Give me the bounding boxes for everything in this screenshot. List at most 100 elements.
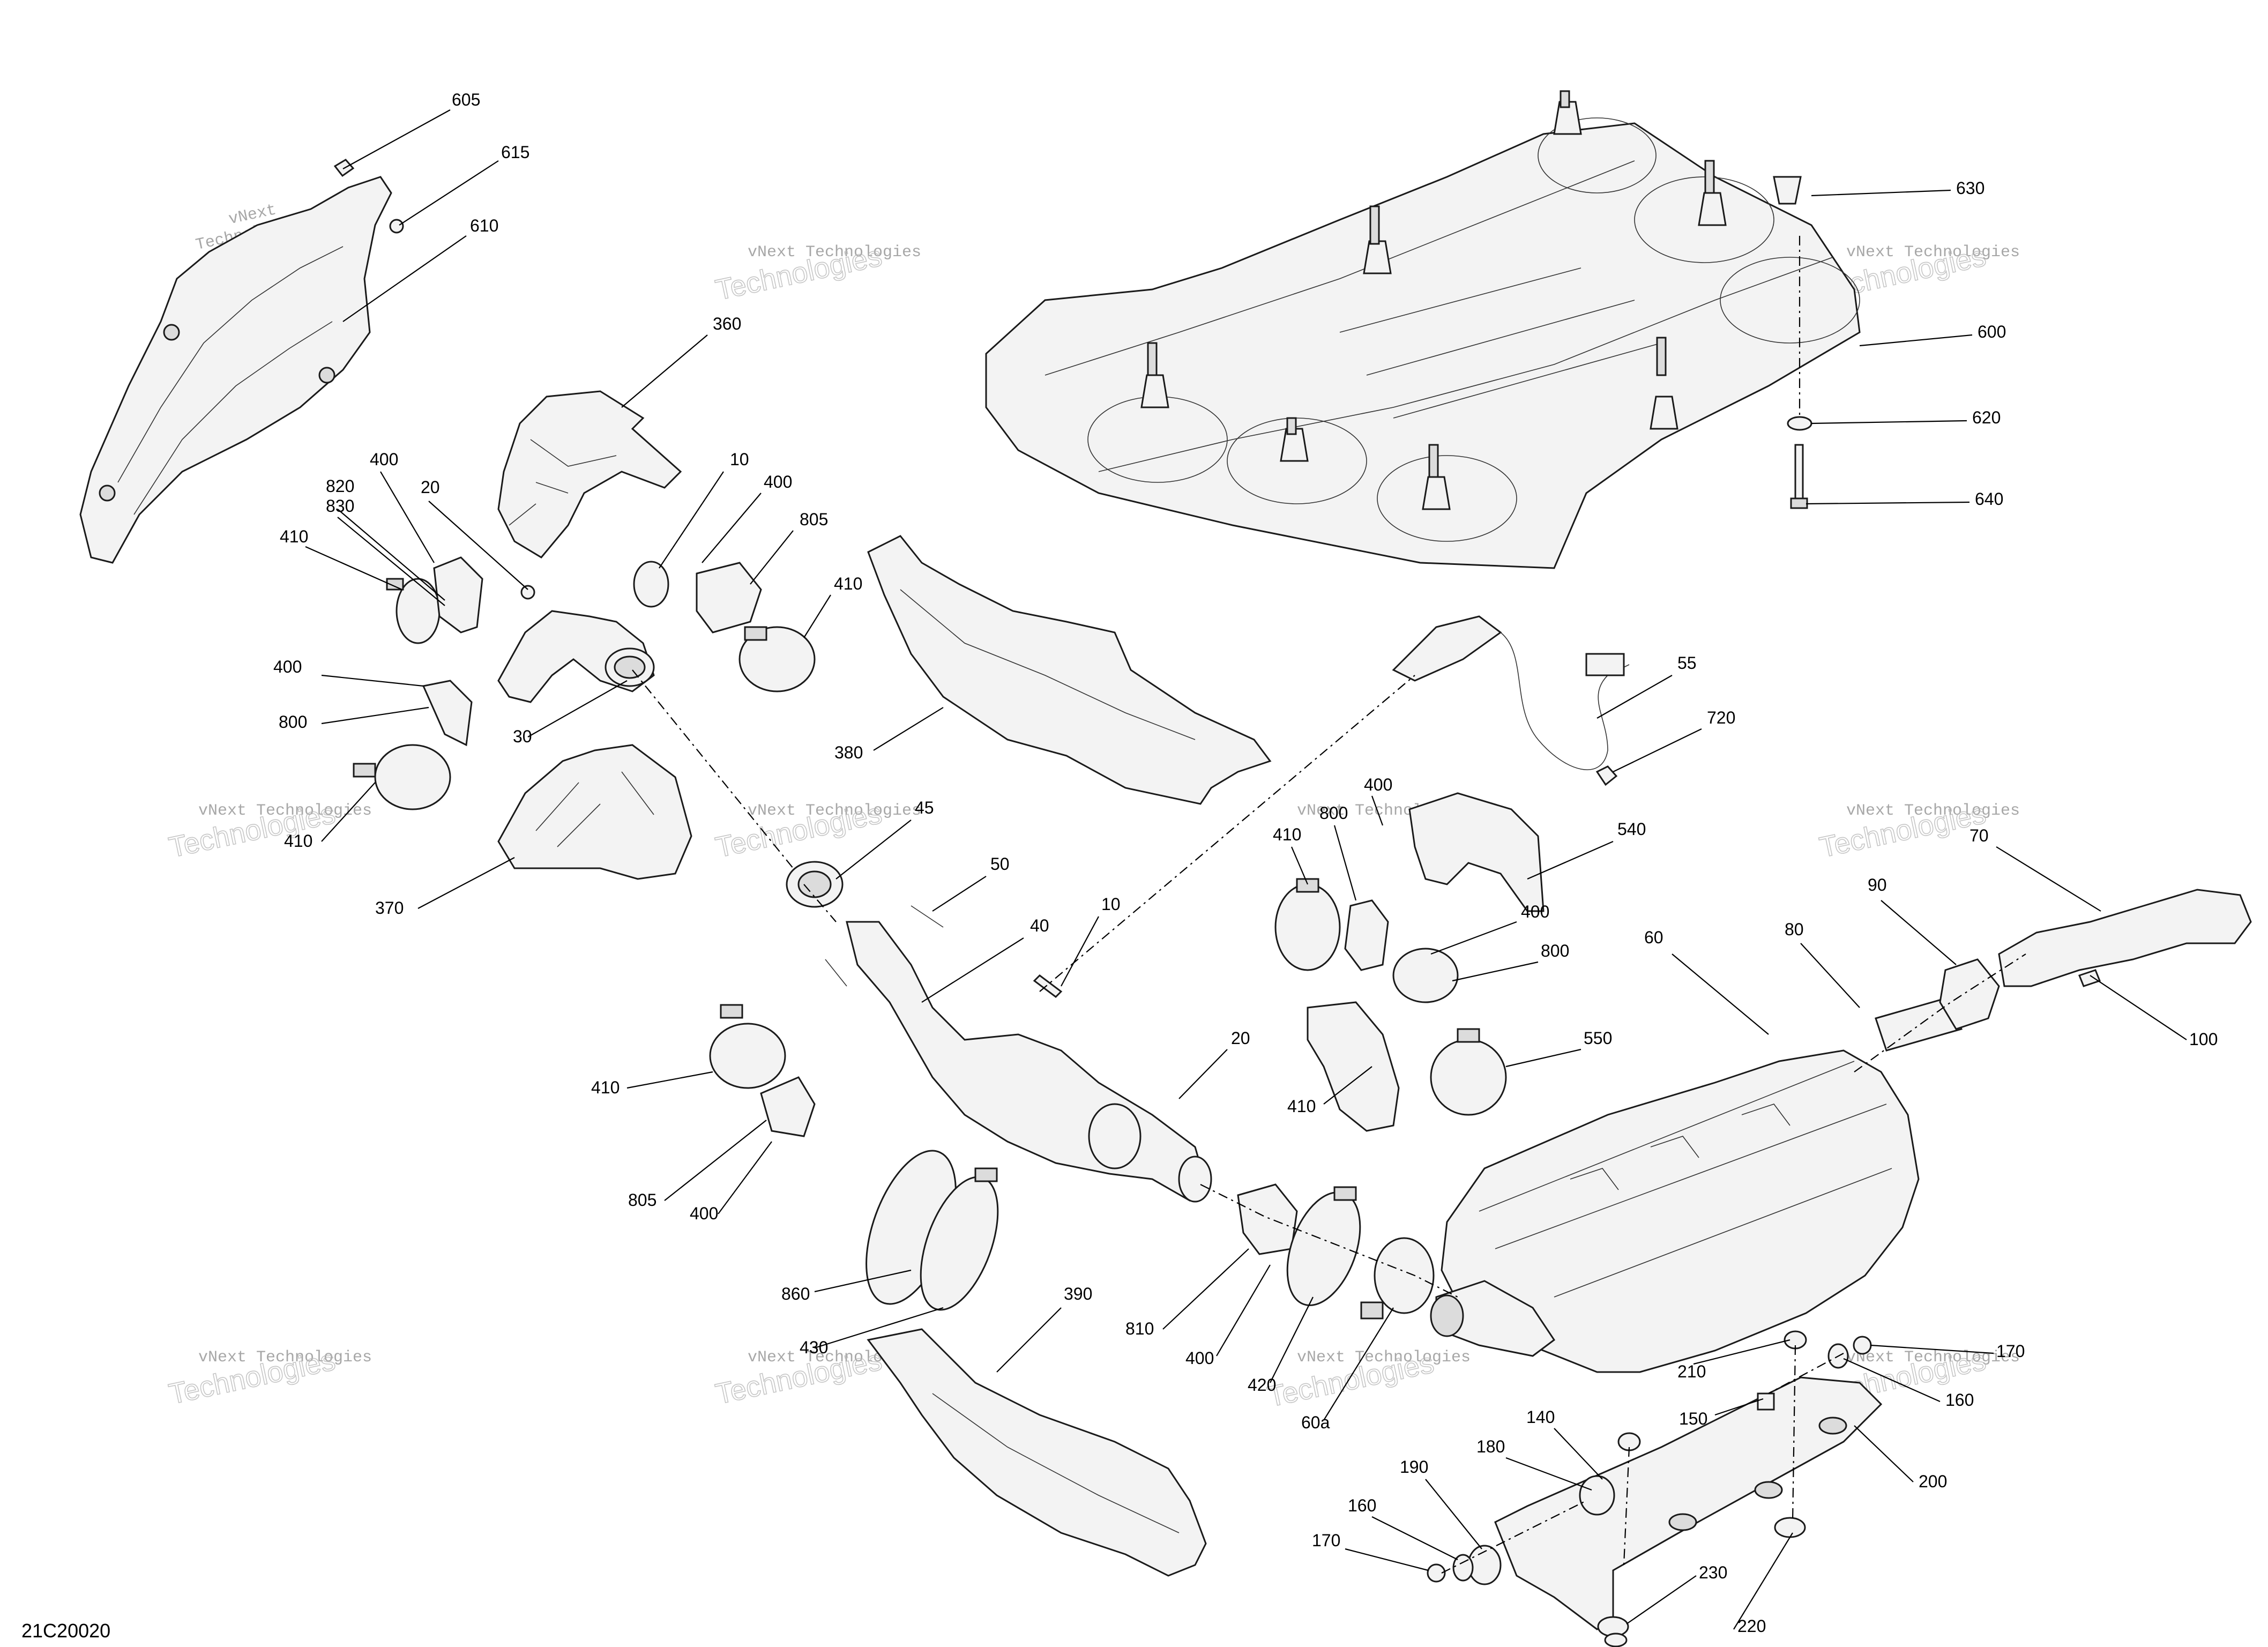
callout-800: 800 (279, 712, 307, 732)
leader-line (718, 1141, 772, 1214)
leader-line (1061, 916, 1099, 987)
leader-line (337, 517, 445, 606)
half-shell-800-right (1344, 899, 1389, 971)
leader-line (428, 501, 528, 590)
callout-420: 420 (1248, 1375, 1276, 1395)
callout-820: 820 (326, 476, 354, 496)
leader-line (621, 334, 708, 408)
callout-180: 180 (1476, 1437, 1505, 1456)
half-shell-805-upper (696, 562, 762, 634)
heat-shield-540 (1408, 792, 1545, 912)
clamp-410-a (386, 578, 441, 644)
callout-60a: 60a (1301, 1413, 1330, 1432)
callout-200: 200 (1919, 1472, 1947, 1491)
leader-line (1811, 420, 1967, 424)
callout-45: 45 (915, 798, 934, 817)
callout-805: 805 (800, 510, 828, 529)
leader-line (337, 509, 445, 601)
callout-605: 605 (452, 90, 480, 109)
assembly-axis-lines (632, 236, 2026, 1574)
callout-20: 20 (1231, 1029, 1250, 1048)
callout-610: 610 (470, 216, 498, 235)
gasket-10-upper (633, 561, 669, 608)
leader-line (664, 1120, 767, 1201)
callout-410: 410 (280, 527, 308, 546)
heat-shield-610 (79, 176, 392, 564)
leader-line (1870, 1344, 1994, 1354)
leader-line (626, 1071, 713, 1089)
watermark: vNext Technologies (198, 1348, 372, 1367)
leader-line (1596, 675, 1673, 719)
clamp-420 (1286, 1186, 1361, 1306)
leader-line (1162, 1248, 1249, 1330)
bolt-170-right (1853, 1336, 1872, 1355)
callout-80: 80 (1785, 920, 1804, 939)
clamp-410-f (1430, 1028, 1507, 1116)
callout-410: 410 (284, 831, 312, 851)
leader-line (921, 937, 1024, 1003)
callout-400: 400 (1364, 775, 1392, 794)
leader-line (873, 707, 944, 751)
callout-10: 10 (730, 450, 749, 469)
leader-line (803, 594, 831, 638)
callout-600: 600 (1978, 322, 2006, 341)
half-shell-820-830 (433, 556, 483, 634)
leader-line (1693, 1339, 1790, 1365)
exhaust-manifold-20-30 (497, 610, 655, 703)
heat-shield-370 (497, 744, 692, 880)
gasket-90 (1939, 958, 2000, 1030)
callout-60: 60 (1644, 928, 1663, 947)
gasket-45 (786, 861, 844, 908)
watermark: vNext Technologies (748, 802, 921, 820)
leader-line (1996, 846, 2101, 912)
stud-20-upper (520, 585, 535, 600)
leader-line (1626, 1575, 1697, 1624)
callout-400: 400 (764, 472, 792, 491)
callout-360: 360 (713, 314, 741, 333)
pin-10-lower (1033, 974, 1063, 998)
callout-720: 720 (1707, 708, 1735, 727)
grommet-630 (1140, 90, 1802, 510)
nut-150 (1757, 1392, 1775, 1411)
callout-430: 430 (800, 1338, 828, 1357)
leader-line (750, 530, 794, 585)
callout-230: 230 (1699, 1563, 1727, 1582)
leader-line (1854, 1425, 1914, 1482)
bolt-170-left (1427, 1563, 1446, 1583)
leader-line (835, 819, 912, 880)
callout-640: 640 (1975, 489, 2003, 509)
leader-line (1554, 1428, 1603, 1480)
leader-line (1527, 840, 1614, 880)
leader-line (380, 471, 435, 563)
callout-400: 400 (1521, 902, 1549, 921)
leader-line (702, 493, 762, 563)
callout-50: 50 (990, 854, 1010, 874)
skid-plate-600 (985, 117, 1861, 569)
callout-830: 830 (326, 496, 354, 516)
clamp-60a (1360, 1237, 1435, 1320)
half-shell-810 (1237, 1183, 1298, 1255)
washer-160-left (1452, 1554, 1474, 1582)
callout-150: 150 (1679, 1409, 1707, 1428)
leader-line (1270, 1296, 1314, 1383)
callout-400: 400 (690, 1204, 718, 1223)
clamp-410-e (1274, 878, 1341, 971)
bolt-100 (2078, 969, 2101, 987)
clamp-860 (866, 1150, 999, 1311)
callout-410: 410 (1287, 1097, 1316, 1116)
leader-line (321, 782, 376, 842)
clamp-800-round (1392, 948, 1459, 1003)
callout-400: 400 (273, 657, 302, 676)
leader-line (321, 706, 429, 725)
leader-line (1843, 1358, 1941, 1403)
callout-800: 800 (1319, 803, 1348, 823)
leader-line (1345, 1548, 1429, 1571)
callout-220: 220 (1737, 1616, 1766, 1636)
leader-line (659, 471, 724, 569)
leader-line (342, 235, 467, 322)
leader-line (1672, 953, 1769, 1035)
leader-line (417, 857, 515, 909)
callout-620: 620 (1972, 408, 2001, 427)
leader-line (932, 876, 987, 912)
callout-615: 615 (501, 143, 529, 162)
